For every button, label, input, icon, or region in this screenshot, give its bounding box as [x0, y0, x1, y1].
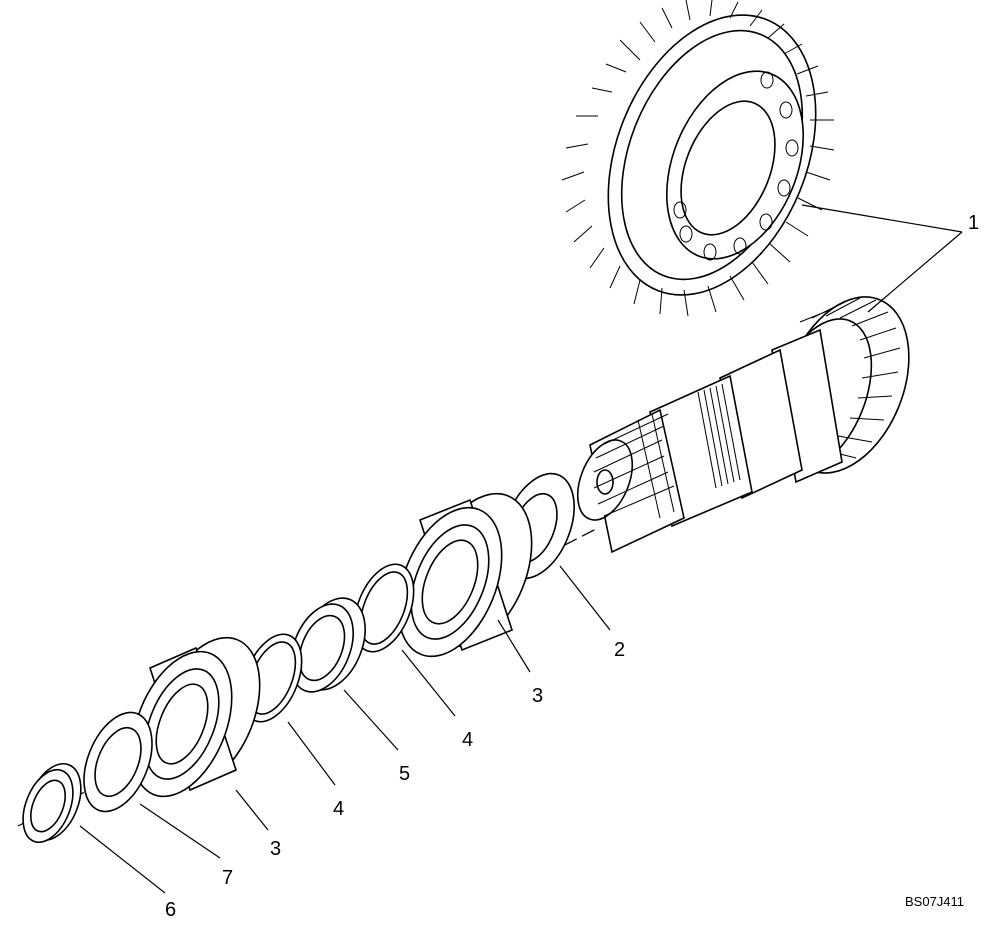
ring-gear [561, 0, 835, 317]
callout-6: 6 [165, 899, 176, 921]
callout-5: 5 [399, 763, 410, 785]
callout-7: 7 [222, 867, 233, 889]
bearing-3-upper [397, 492, 533, 658]
callout-1: 1 [968, 212, 979, 234]
locknut-6 [22, 763, 82, 843]
callout-leaders [79, 204, 963, 894]
callout-4-lower: 4 [333, 798, 344, 820]
callout-2: 2 [614, 639, 625, 661]
drawing-code: BS07J411 [905, 894, 964, 909]
callout-4-upper: 4 [462, 729, 473, 751]
callout-3-upper: 3 [532, 685, 543, 707]
callout-3-lower: 3 [270, 838, 281, 860]
bearing-3-lower [131, 636, 261, 798]
lock-washer-7 [83, 711, 153, 813]
collar-5 [290, 597, 366, 693]
spacer-ring-4-upper [353, 563, 415, 653]
pinion-shaft [576, 296, 910, 554]
